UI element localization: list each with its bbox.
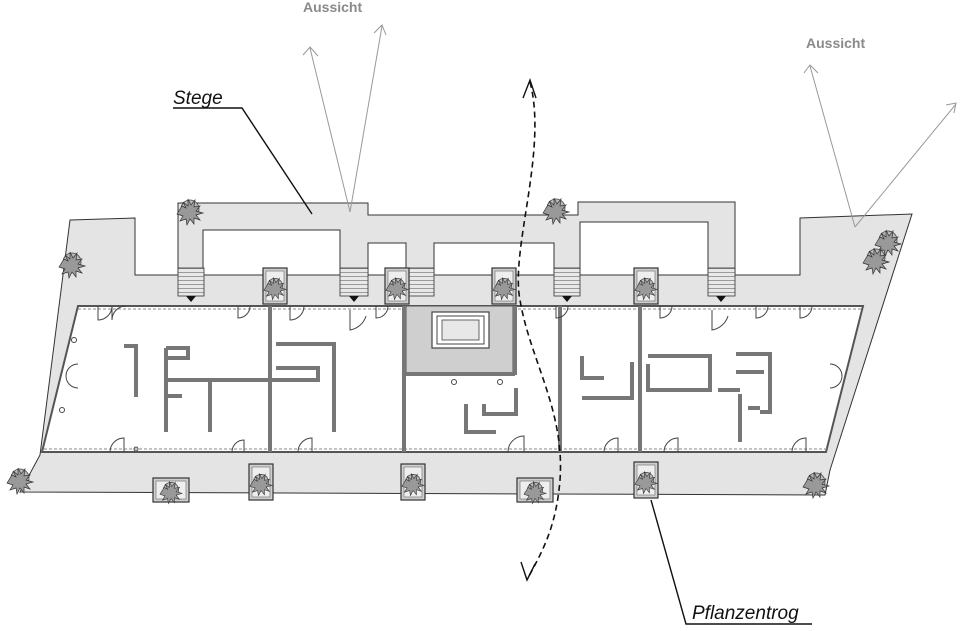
walkways-label: Stege <box>173 88 223 109</box>
building <box>40 305 865 453</box>
interior-walls <box>124 306 772 452</box>
view-label-1: Aussicht <box>303 0 362 15</box>
planter-label: Pflanzentrog <box>692 603 799 624</box>
stairs <box>177 267 736 302</box>
leader-lines <box>173 107 812 625</box>
view-arrow-icon <box>302 24 957 228</box>
door-swing-icon <box>59 305 843 453</box>
view-label-2: Aussicht <box>806 35 865 51</box>
circulation-path <box>517 77 562 582</box>
stair-arrow-icon <box>186 296 726 302</box>
